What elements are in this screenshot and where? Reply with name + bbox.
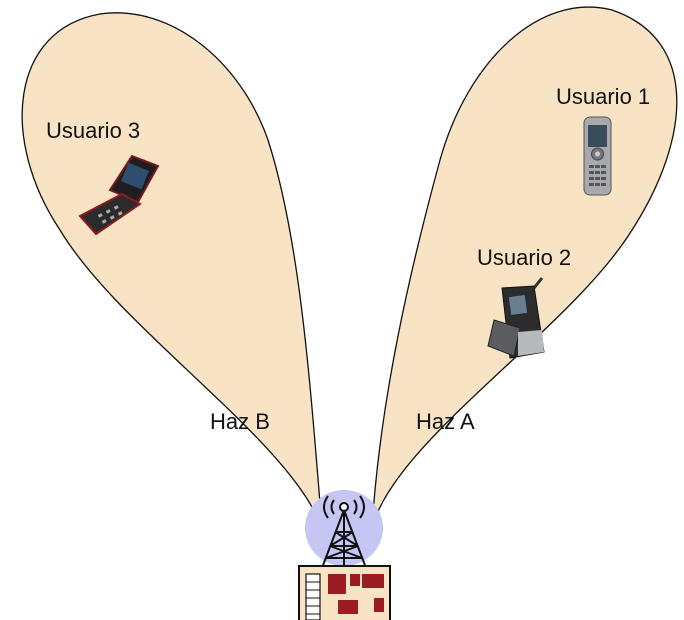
label-beam-a: Haz A bbox=[416, 409, 475, 434]
base-station-building-icon bbox=[298, 565, 391, 620]
beam-b-lobe bbox=[21, 12, 323, 529]
user1-phone bbox=[583, 116, 612, 196]
label-user2: Usuario 2 bbox=[477, 245, 572, 270]
user3-phone bbox=[78, 154, 160, 236]
label-beam-b: Haz B bbox=[210, 409, 270, 434]
label-user1: Usuario 1 bbox=[556, 84, 651, 109]
flip-phone-icon bbox=[487, 277, 545, 359]
flip-phone-open-icon bbox=[78, 154, 160, 236]
user2-phone bbox=[487, 277, 545, 359]
candybar-phone-icon bbox=[583, 116, 612, 196]
cell-tower-icon bbox=[321, 495, 367, 569]
label-user3: Usuario 3 bbox=[46, 118, 141, 143]
